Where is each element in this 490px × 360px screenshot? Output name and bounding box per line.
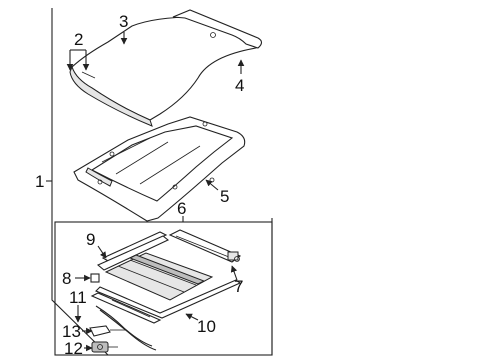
drain-clip [90,273,100,283]
glass-panel [69,16,258,127]
callout-5: 5 [220,187,229,206]
leader-lines [66,32,245,352]
callout-4: 4 [235,76,244,95]
callout-11: 11 [69,288,87,307]
callout-13: 13 [62,322,81,341]
callout-8: 8 [62,269,71,288]
seal-strip [172,9,263,49]
callout-7: 7 [234,277,243,296]
callout-9: 9 [86,230,95,249]
motor-bracket [89,325,126,337]
sunshade-panel [104,252,214,301]
callout-10: 10 [197,317,216,336]
subassembly-box [54,221,273,356]
callout-12: 12 [64,339,83,358]
callout-3: 3 [119,12,128,31]
callout-6: 6 [177,199,186,218]
drain-hose [95,305,157,351]
rear-rail [168,229,242,263]
wind-deflector [96,231,170,271]
callout-1: 1 [35,172,44,191]
sunroof-motor [91,341,118,353]
callout-2: 2 [74,30,83,49]
sunroof-frame [73,116,246,222]
guide-rail [90,279,242,324]
